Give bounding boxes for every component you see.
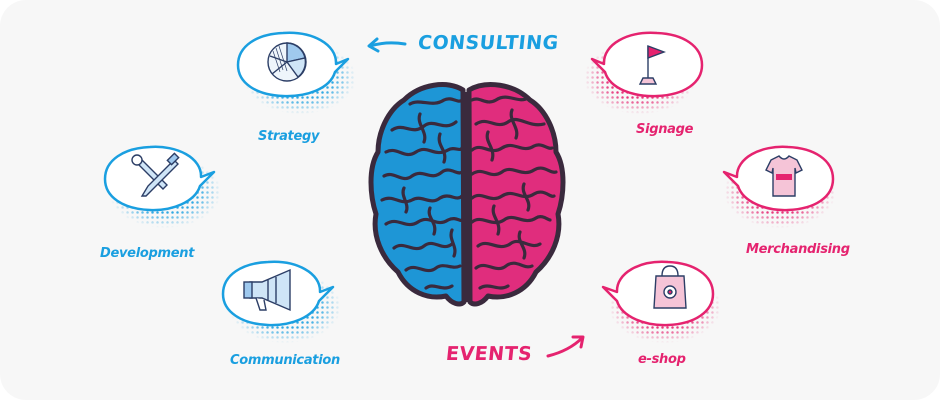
bubble-strategy: [236, 31, 350, 98]
consulting-heading: CONSULTING: [416, 32, 560, 54]
events-arrow-icon: [546, 335, 585, 358]
strategy-label: Strategy: [258, 129, 320, 144]
events-heading: EVENTS: [444, 343, 534, 365]
signage-label: Signage: [636, 122, 694, 137]
wrench-screwdriver-icon: [131, 152, 180, 197]
pie-chart-icon: [267, 42, 307, 82]
bubble-signage: [590, 31, 704, 98]
flag-icon: [638, 44, 666, 85]
megaphone-icon: [243, 268, 291, 312]
development-label: Development: [100, 246, 195, 261]
merchandising-label: Merchandising: [746, 242, 850, 257]
bubble-eshop: [601, 260, 715, 327]
bubble-development: [103, 145, 216, 212]
consulting-arrow-icon: [367, 37, 407, 53]
brain-illustration: [368, 82, 566, 307]
bubble-communication: [221, 260, 335, 327]
bubble-merchandising: [722, 145, 835, 212]
shopping-bag-icon: [653, 265, 687, 309]
eshop-label: e-shop: [638, 352, 686, 367]
communication-label: Communication: [230, 353, 340, 368]
tshirt-icon: [765, 155, 803, 197]
